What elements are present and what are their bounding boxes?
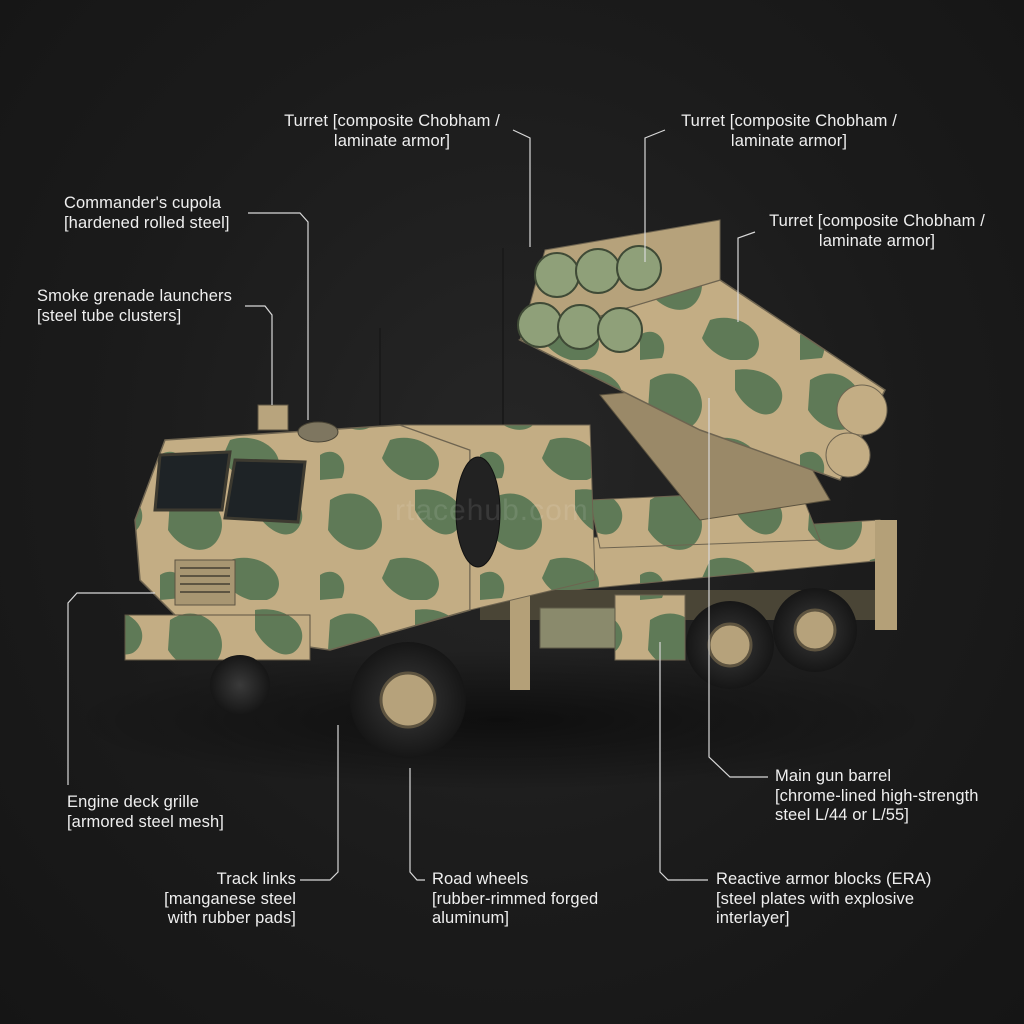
label-line: interlayer] [716, 909, 790, 927]
leader-turret-right [737, 231, 756, 322]
label-line: [rubber-rimmed forged [432, 889, 599, 908]
label-line: Turret [composite Chobham / [681, 112, 897, 130]
label-line: [steel tube clusters] [37, 306, 182, 325]
label-line: [armored steel mesh] [67, 812, 224, 831]
label-line: [steel plates with explosive [716, 889, 915, 908]
leader-turret-mid [644, 129, 666, 262]
label-line: Smoke grenade launchers [37, 287, 232, 305]
armored-cab [124, 404, 596, 661]
label-line: steel L/44 or L/55] [775, 806, 909, 824]
label-line: Commander's cupola [64, 194, 222, 212]
label-turret-left: Turret [composite Chobham /laminate armo… [284, 112, 500, 151]
leader-lines [67, 129, 768, 881]
label-commanders-cupola: Commander's cupola[hardened rolled steel… [64, 194, 230, 233]
leader-track-links [300, 725, 339, 881]
launch-tube-caps [517, 245, 662, 353]
label-line: laminate armor] [730, 131, 848, 150]
label-smoke-grenade-launchers: Smoke grenade launchers[steel tube clust… [37, 287, 232, 326]
label-turret-right: Turret [composite Chobham /laminate armo… [769, 212, 985, 251]
road-wheel-set [210, 588, 857, 758]
label-line: [hardened rolled steel] [64, 213, 230, 232]
label-turret-mid: Turret [composite Chobham /laminate armo… [681, 112, 897, 151]
label-line: with rubber pads] [167, 909, 296, 927]
label-line: [chrome-lined high-strength [775, 786, 979, 805]
leader-smoke-grenade [245, 305, 273, 405]
leader-engine-deck [67, 592, 155, 785]
watermark: rtacehub.com [395, 494, 589, 527]
label-line: Track links [216, 870, 296, 888]
label-line: Main gun barrel [775, 767, 892, 785]
leader-commanders-cupola [248, 212, 309, 420]
label-line: laminate armor] [333, 131, 451, 150]
leader-turret-left [512, 129, 531, 247]
label-reactive-armor-blocks: Reactive armor blocks (ERA)[steel plates… [716, 870, 931, 929]
leader-reactive-armor [659, 642, 708, 881]
launcher-pod [517, 219, 888, 521]
label-line: Road wheels [432, 870, 529, 888]
label-main-gun-barrel: Main gun barrel[chrome-lined high-streng… [775, 767, 979, 826]
leader-main-gun [708, 398, 768, 778]
label-engine-deck-grille: Engine deck grille[armored steel mesh] [67, 793, 224, 832]
leader-road-wheels [409, 768, 425, 881]
antenna-group [379, 248, 504, 440]
label-line: Reactive armor blocks (ERA) [716, 870, 932, 888]
label-line: laminate armor] [818, 231, 936, 250]
label-line: Engine deck grille [67, 793, 200, 811]
label-line: Turret [composite Chobham / [284, 112, 500, 130]
label-line: Turret [composite Chobham / [769, 212, 985, 230]
label-line: aluminum] [432, 909, 510, 927]
label-line: [manganese steel [164, 889, 296, 908]
